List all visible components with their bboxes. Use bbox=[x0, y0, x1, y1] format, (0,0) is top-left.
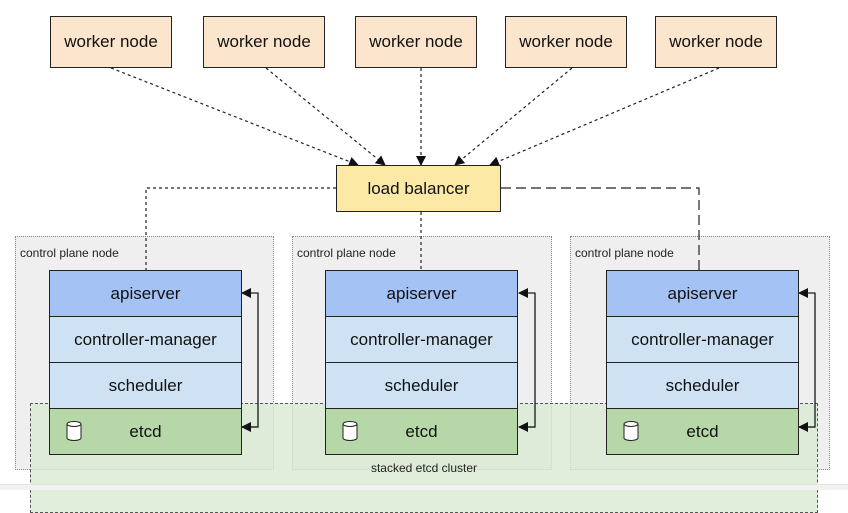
control-plane-node-label: control plane node bbox=[575, 246, 674, 260]
lb-to-apiserver-line bbox=[501, 187, 700, 270]
control-plane-stack-1: apiserver controller-manager scheduler e… bbox=[49, 270, 242, 455]
etcd-box: etcd bbox=[325, 409, 518, 455]
etcd-to-apiserver-arrow bbox=[518, 288, 536, 428]
control-plane-node-label: control plane node bbox=[20, 246, 119, 260]
database-icon bbox=[342, 421, 358, 441]
apiserver-to-etcd-arrow bbox=[798, 293, 816, 432]
etcd-label: etcd bbox=[405, 421, 438, 441]
controller-manager-box: controller-manager bbox=[325, 317, 518, 363]
control-plane-stack-3: apiserver controller-manager scheduler e… bbox=[606, 270, 799, 455]
lb-to-apiserver-line bbox=[145, 187, 336, 270]
etcd-box: etcd bbox=[49, 409, 242, 455]
load-balancer: load balancer bbox=[336, 165, 501, 212]
etcd-to-apiserver-arrow bbox=[798, 288, 816, 428]
worker-to-lb-arrow bbox=[489, 67, 720, 167]
database-icon bbox=[623, 421, 639, 441]
apiserver-to-etcd-arrow bbox=[241, 293, 259, 432]
worker-node-1: worker node bbox=[50, 16, 172, 68]
scheduler-box: scheduler bbox=[606, 363, 799, 409]
etcd-label: etcd bbox=[129, 421, 162, 441]
control-plane-node-label: control plane node bbox=[297, 246, 396, 260]
worker-to-lb-arrow bbox=[110, 67, 359, 167]
worker-node-2: worker node bbox=[203, 16, 325, 68]
etcd-cluster-label: stacked etcd cluster bbox=[370, 461, 478, 475]
scheduler-box: scheduler bbox=[325, 363, 518, 409]
controller-manager-box: controller-manager bbox=[606, 317, 799, 363]
apiserver-box: apiserver bbox=[606, 270, 799, 317]
worker-node-4: worker node bbox=[505, 16, 627, 68]
worker-node-5: worker node bbox=[655, 16, 777, 68]
scheduler-box: scheduler bbox=[49, 363, 242, 409]
apiserver-box: apiserver bbox=[49, 270, 242, 317]
worker-to-lb-arrow bbox=[265, 67, 386, 166]
bottom-divider bbox=[0, 484, 848, 490]
apiserver-to-etcd-arrow bbox=[518, 293, 536, 432]
connector-lines bbox=[110, 67, 816, 432]
apiserver-box: apiserver bbox=[325, 270, 518, 317]
etcd-label: etcd bbox=[686, 421, 719, 441]
worker-node-3: worker node bbox=[355, 16, 477, 68]
etcd-box: etcd bbox=[606, 409, 799, 455]
database-icon bbox=[66, 421, 82, 441]
etcd-to-apiserver-arrow bbox=[241, 288, 259, 428]
controller-manager-box: controller-manager bbox=[49, 317, 242, 363]
control-plane-stack-2: apiserver controller-manager scheduler e… bbox=[325, 270, 518, 455]
worker-to-lb-arrow bbox=[454, 67, 573, 166]
